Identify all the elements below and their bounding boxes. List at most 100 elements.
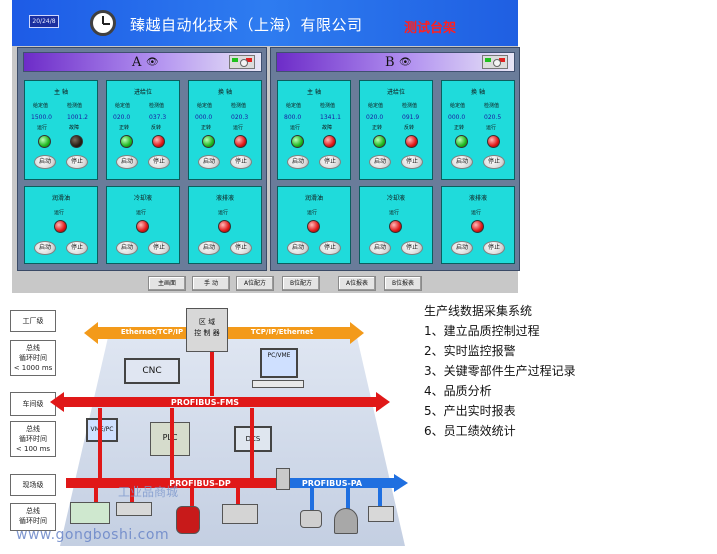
status-lamp	[136, 220, 149, 233]
stop-button[interactable]: 停止	[66, 241, 88, 255]
status-lamp	[487, 135, 500, 148]
setpoint-header: 给定值	[368, 103, 384, 109]
status-lamp	[120, 135, 133, 148]
level-workshop-cycle: 总线 循环时间 < 100 ms	[10, 421, 56, 457]
start-button[interactable]: 启动	[451, 155, 473, 169]
clock-icon	[90, 10, 116, 36]
setpoint-header: 给定值	[33, 103, 49, 109]
start-button[interactable]: 启动	[34, 155, 56, 169]
setpoint-value[interactable]: 000.0	[195, 114, 213, 121]
start-button[interactable]: 启动	[116, 241, 138, 255]
status-lamp	[202, 135, 215, 148]
measured-header: 检测值	[231, 103, 247, 109]
drive-unit-icon	[116, 502, 152, 516]
measured-value: 091.9	[402, 114, 420, 121]
stop-button[interactable]: 停止	[148, 155, 170, 169]
link-pa-2	[346, 488, 350, 510]
motor-icon	[176, 506, 200, 534]
lamp-label: 正转	[201, 125, 212, 131]
stop-button[interactable]: 停止	[148, 241, 170, 255]
stop-button[interactable]: 停止	[401, 241, 423, 255]
measured-value: 1341.1	[320, 114, 341, 121]
lamp-label: 正转	[454, 125, 465, 131]
dp-label: PROFIBUS-DP	[169, 478, 231, 488]
start-button[interactable]: 启动	[198, 155, 220, 169]
info-item: 3、关键零部件生产过程记录	[424, 364, 576, 378]
stop-button[interactable]: 停止	[401, 155, 423, 169]
dp-pa-coupler	[276, 468, 290, 490]
module-title: 液排液	[215, 195, 234, 202]
start-button[interactable]: 启动	[34, 241, 56, 255]
hmi-panel: 20/24/8 臻越自动化技术（上海）有限公司 测试台架 A👁 主 轴给定值 检测值…	[12, 0, 520, 293]
measured-header: 检测值	[149, 103, 165, 109]
stop-button[interactable]: 停止	[230, 241, 252, 255]
module-title: 换 轴	[218, 89, 232, 96]
start-button[interactable]: 启动	[287, 241, 309, 255]
setpoint-header: 给定值	[115, 103, 131, 109]
stop-button[interactable]: 停止	[483, 241, 505, 255]
nav-a-report-button[interactable]: A位报表	[338, 276, 376, 291]
vmepc-monitor: VME/PC	[86, 418, 118, 442]
measured-header: 检测值	[402, 103, 418, 109]
nav-manual-button[interactable]: 手 动	[192, 276, 230, 291]
lamp-label: 运行	[218, 210, 229, 216]
start-button[interactable]: 启动	[451, 241, 473, 255]
nav-main-screen-button[interactable]: 主画面	[148, 276, 186, 291]
info-item: 1、建立品质控制过程	[424, 324, 540, 338]
ethernet-right-label: TCP/IP/Ethernet	[250, 328, 314, 336]
status-lamp	[234, 135, 247, 148]
stop-button[interactable]: 停止	[319, 155, 341, 169]
area-controller: 区 域 控 制 器	[186, 308, 228, 352]
station-mode-switch[interactable]	[482, 55, 508, 69]
stop-button[interactable]: 停止	[319, 241, 341, 255]
nav-b-recipe-button[interactable]: B位配方	[282, 276, 320, 291]
eye-icon: 👁	[399, 57, 412, 68]
status-lamp	[291, 135, 304, 148]
status-lamp	[455, 135, 468, 148]
ethernet-left-label: Ethernet/TCP/IP	[120, 328, 184, 336]
measured-value: 020.3	[231, 114, 249, 121]
measured-header: 检测值	[67, 103, 83, 109]
lamp-label: 运行	[389, 210, 400, 216]
lamp-label: 故障	[69, 125, 80, 131]
nav-a-recipe-button[interactable]: A位配方	[236, 276, 274, 291]
stop-button[interactable]: 停止	[230, 155, 252, 169]
measured-header: 检测值	[484, 103, 500, 109]
stop-button[interactable]: 停止	[66, 155, 88, 169]
module-title: 冷却液	[133, 195, 152, 202]
company-title: 臻越自动化技术（上海）有限公司	[130, 16, 363, 34]
start-button[interactable]: 启动	[116, 155, 138, 169]
start-button[interactable]: 启动	[198, 241, 220, 255]
status-lamp	[389, 220, 402, 233]
lamp-label: 反转	[404, 125, 415, 131]
status-lamp	[70, 135, 83, 148]
setpoint-value[interactable]: 020.0	[366, 114, 384, 121]
info-item: 6、员工绩效统计	[424, 424, 516, 438]
setpoint-value[interactable]: 1500.0	[31, 114, 52, 121]
station-header: A👁	[23, 52, 262, 72]
fms-bus	[50, 392, 390, 412]
nav-b-report-button[interactable]: B位报表	[384, 276, 422, 291]
station-mode-switch[interactable]	[229, 55, 255, 69]
lamp-label: 运行	[471, 210, 482, 216]
module-title: 主 轴	[54, 89, 68, 96]
status-lamp	[54, 220, 67, 233]
control-module: 液排液运行启动停止	[188, 186, 262, 264]
start-button[interactable]: 启动	[369, 155, 391, 169]
stop-button[interactable]: 停止	[483, 155, 505, 169]
setpoint-value[interactable]: 800.0	[284, 114, 302, 121]
setpoint-header: 给定值	[286, 103, 302, 109]
module-title: 液排液	[468, 195, 487, 202]
start-button[interactable]: 启动	[287, 155, 309, 169]
status-lamp	[323, 135, 336, 148]
rig-title: 测试台架	[404, 21, 457, 36]
module-title: 润滑油	[304, 195, 323, 202]
setpoint-value[interactable]: 020.0	[113, 114, 131, 121]
hmi-header: 20/24/8 臻越自动化技术（上海）有限公司 测试台架	[12, 0, 518, 46]
module-title: 换 轴	[471, 89, 485, 96]
start-button[interactable]: 启动	[369, 241, 391, 255]
setpoint-value[interactable]: 000.0	[448, 114, 466, 121]
